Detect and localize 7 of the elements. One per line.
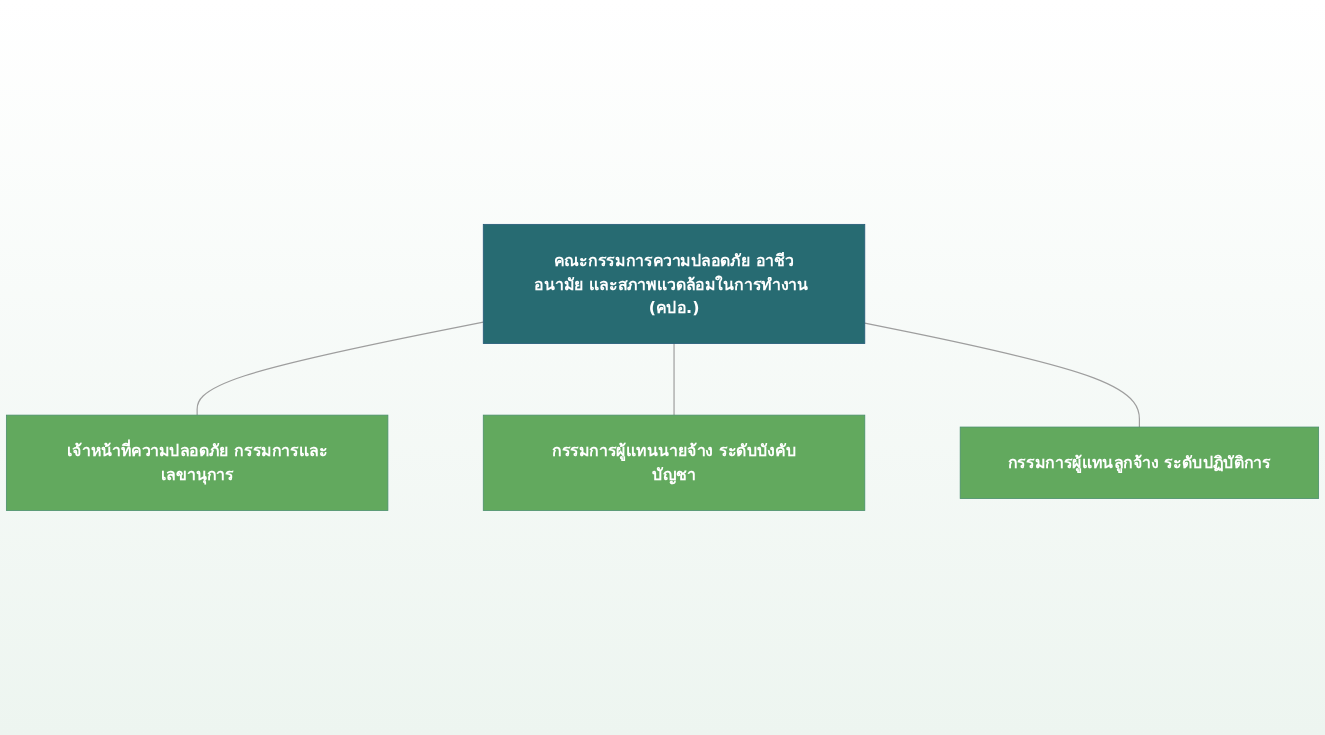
connector bbox=[864, 322, 1140, 428]
node-box: กรรมการผู้แทนลูกจ้าง ระดับปฏิบัติการ bbox=[959, 426, 1320, 500]
node-box: กรรมการผู้แทนนายจ้าง ระดับบังคับบัญชา bbox=[482, 414, 866, 511]
connector bbox=[196, 321, 484, 416]
node-box: เจ้าหน้าที่ความปลอดภัย กรรมการและเลขานุการ bbox=[5, 414, 389, 511]
node-box: คณะกรรมการความปลอดภัย อาชีวอนามัย และสภาพแวดล้อมในการทำงาน (คปอ.) bbox=[482, 224, 866, 345]
connector bbox=[673, 343, 675, 416]
